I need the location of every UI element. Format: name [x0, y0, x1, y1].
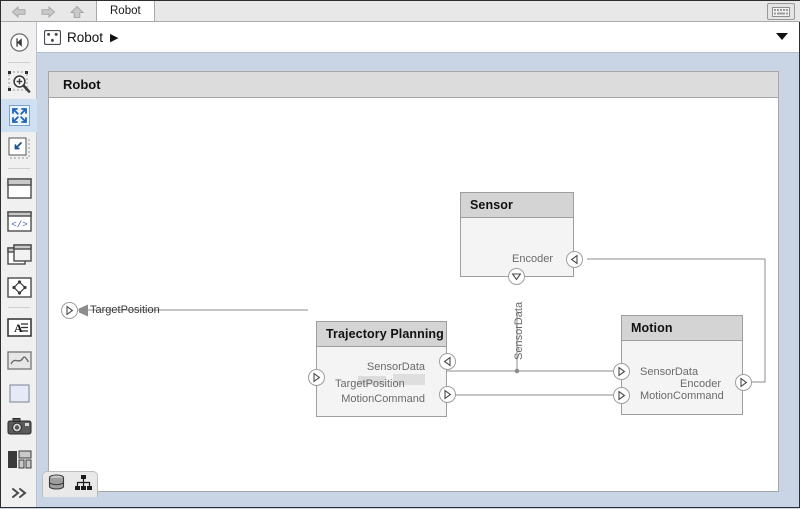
- tab-strip-empty: [166, 1, 800, 21]
- connection-wires: [78, 258, 766, 396]
- breadcrumb-path[interactable]: Robot: [67, 29, 104, 45]
- block-sensor[interactable]: Sensor Encoder: [460, 192, 574, 277]
- model-block-icon: [43, 29, 62, 45]
- up-icon[interactable]: [63, 2, 91, 21]
- canvas-title-bar: Robot: [49, 72, 778, 98]
- block-trajectory-planning[interactable]: Trajectory Planning TargetPosition Senso…: [316, 321, 447, 417]
- port-traj-targetposition[interactable]: [308, 369, 325, 386]
- wire-junction: [514, 368, 520, 374]
- model-data-icon[interactable]: [47, 473, 66, 496]
- block-title-bar: Trajectory Planning: [317, 322, 446, 347]
- navigate-back-icon[interactable]: [1, 26, 37, 59]
- svg-text:</>: </>: [11, 220, 27, 230]
- status-bar-buttons: [42, 471, 98, 497]
- variant-component-icon[interactable]: [1, 271, 37, 304]
- layout-icon[interactable]: [1, 443, 37, 476]
- block-title: Trajectory Planning: [326, 327, 444, 341]
- tab-label: Robot: [110, 5, 141, 17]
- code-block-icon[interactable]: </>: [1, 205, 37, 238]
- port-motion-encoder[interactable]: [735, 374, 752, 391]
- camera-icon[interactable]: [1, 410, 37, 443]
- keyboard-icon[interactable]: [767, 3, 795, 20]
- block-motion[interactable]: Motion SensorData MotionCommand Encoder: [621, 315, 743, 415]
- port-label-motion-motioncommand: MotionCommand: [640, 390, 724, 402]
- more-chevrons-icon[interactable]: [1, 476, 37, 509]
- component-icon[interactable]: [1, 172, 37, 205]
- toolbar-separator: [7, 307, 30, 308]
- svg-text:A: A: [14, 321, 23, 335]
- block-title: Motion: [631, 321, 673, 335]
- text-selection-highlight: [358, 376, 386, 385]
- zoom-to-region-icon[interactable]: [1, 132, 37, 165]
- back-icon[interactable]: [5, 2, 33, 21]
- tab-robot[interactable]: Robot: [96, 1, 155, 21]
- port-label-sensor-encoder: Encoder: [512, 253, 553, 265]
- block-title: Sensor: [470, 198, 513, 212]
- port-label-motion-sensordata: SensorData: [640, 366, 699, 378]
- hierarchy-icon[interactable]: [74, 474, 93, 496]
- port-label-traj-targetposition: TargetPosition: [335, 378, 405, 390]
- block-title-bar: Motion: [622, 316, 742, 341]
- breadcrumb: Robot ▶: [37, 22, 799, 53]
- page-title: Robot: [63, 77, 101, 92]
- fit-to-view-icon[interactable]: [1, 99, 37, 132]
- left-toolbar: </> A: [1, 22, 37, 507]
- zoom-in-icon[interactable]: [1, 66, 37, 99]
- root-input-port[interactable]: [61, 302, 78, 319]
- root-input-arrow-icon: [77, 303, 89, 323]
- forward-icon[interactable]: [34, 2, 62, 21]
- toolbar-separator: [7, 62, 30, 63]
- block-title-bar: Sensor: [461, 193, 573, 218]
- toolbar-separator: [7, 168, 30, 169]
- port-label-traj-motioncommand: MotionCommand: [341, 393, 425, 405]
- port-traj-sensordata[interactable]: [439, 353, 456, 370]
- annotation-text-icon[interactable]: A: [1, 311, 37, 344]
- port-label-traj-sensordata: SensorData: [366, 361, 425, 373]
- status-bar: [38, 495, 799, 507]
- navigation-buttons: [5, 2, 91, 21]
- canvas-area: Robot: [38, 54, 790, 497]
- area-icon[interactable]: [1, 377, 37, 410]
- port-sensor-encoder[interactable]: [566, 251, 583, 268]
- tab-strip: Robot: [1, 1, 800, 22]
- port-label-sensor-sensordata: SensorData: [513, 301, 525, 360]
- image-annotation-icon[interactable]: [1, 344, 37, 377]
- breadcrumb-arrow-icon[interactable]: ▶: [110, 31, 119, 44]
- port-sensor-sensordata[interactable]: [508, 268, 525, 285]
- port-traj-motioncommand[interactable]: [439, 386, 456, 403]
- root-input-label: TargetPosition: [90, 304, 160, 316]
- model-canvas[interactable]: Robot: [48, 71, 779, 492]
- port-motion-sensordata[interactable]: [613, 363, 630, 380]
- chevron-down-icon[interactable]: [776, 33, 788, 40]
- text-selection-highlight-2: [393, 374, 425, 385]
- reference-component-icon[interactable]: [1, 238, 37, 271]
- port-label-motion-encoder: Encoder: [680, 378, 721, 390]
- port-motion-motioncommand[interactable]: [613, 387, 630, 404]
